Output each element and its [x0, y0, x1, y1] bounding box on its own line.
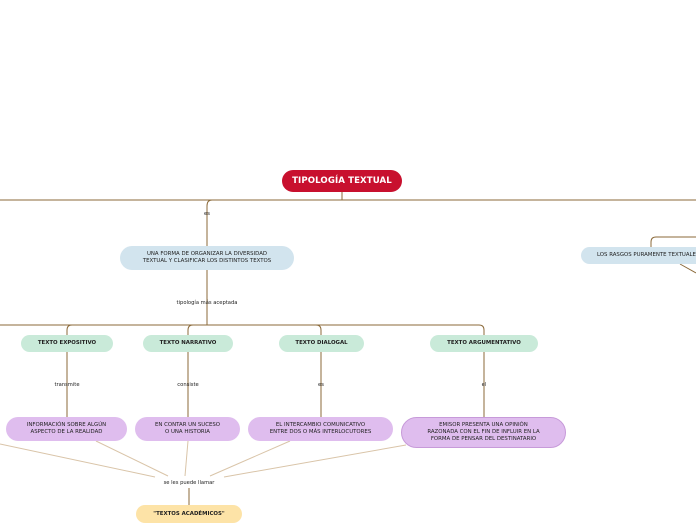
converge-line-expositivo [95, 440, 169, 477]
academic-connector-label: se les puede llamar [163, 480, 215, 486]
definition-connector-label: es [204, 211, 210, 217]
detail-node-argumentativo[interactable]: EMISOR PRESENTA UNA OPINIÓN RAZONADA CON… [401, 417, 566, 448]
converge-line-argumentativo [223, 444, 407, 478]
type-node-expositivo[interactable]: TEXTO EXPOSITIVO [21, 335, 113, 352]
narrativo-drop [187, 324, 194, 335]
dialogal-drop [315, 324, 322, 335]
right-branch-node[interactable]: LOS RASGOS PURAMENTE TEXTUALES [581, 247, 696, 264]
types-bus-line [0, 324, 485, 335]
argumentativo-connector-label: el [481, 382, 487, 388]
detail-node-dialogal[interactable]: EL INTERCAMBIO COMUNICATIVO ENTRE DOS O … [248, 417, 393, 441]
right-branch-connector [650, 236, 696, 247]
right-branch-tail [679, 263, 696, 274]
narrativo-connector-label: consiste [177, 382, 199, 388]
converge-line-dialogal [209, 440, 291, 477]
dialogal-connector-label: es [318, 382, 324, 388]
type-node-dialogal[interactable]: TEXTO DIALOGAL [279, 335, 364, 352]
detail-node-narrativo[interactable]: EN CONTAR UN SUCESO O UNA HISTORIA [135, 417, 240, 441]
academic-node[interactable]: "TEXTOS ACADÉMICOS" [136, 505, 242, 523]
typology-connector-label: tipología más aceptada [176, 300, 238, 306]
converge-line-left-edge [0, 443, 156, 478]
expositivo-drop [66, 324, 73, 335]
definition-node[interactable]: UNA FORMA DE ORGANIZAR LA DIVERSIDAD TEX… [120, 246, 294, 270]
detail-node-expositivo[interactable]: INFORMACIÓN SOBRE ALGÚN ASPECTO DE LA RE… [6, 417, 127, 441]
root-node[interactable]: TIPOLOGÍA TEXTUAL [282, 170, 402, 192]
expositivo-connector-label: transmite [54, 382, 80, 388]
type-node-argumentativo[interactable]: TEXTO ARGUMENTATIVO [430, 335, 538, 352]
converge-line-narrativo [184, 440, 189, 477]
definition-connector [206, 199, 213, 246]
type-node-narrativo[interactable]: TEXTO NARRATIVO [143, 335, 233, 352]
